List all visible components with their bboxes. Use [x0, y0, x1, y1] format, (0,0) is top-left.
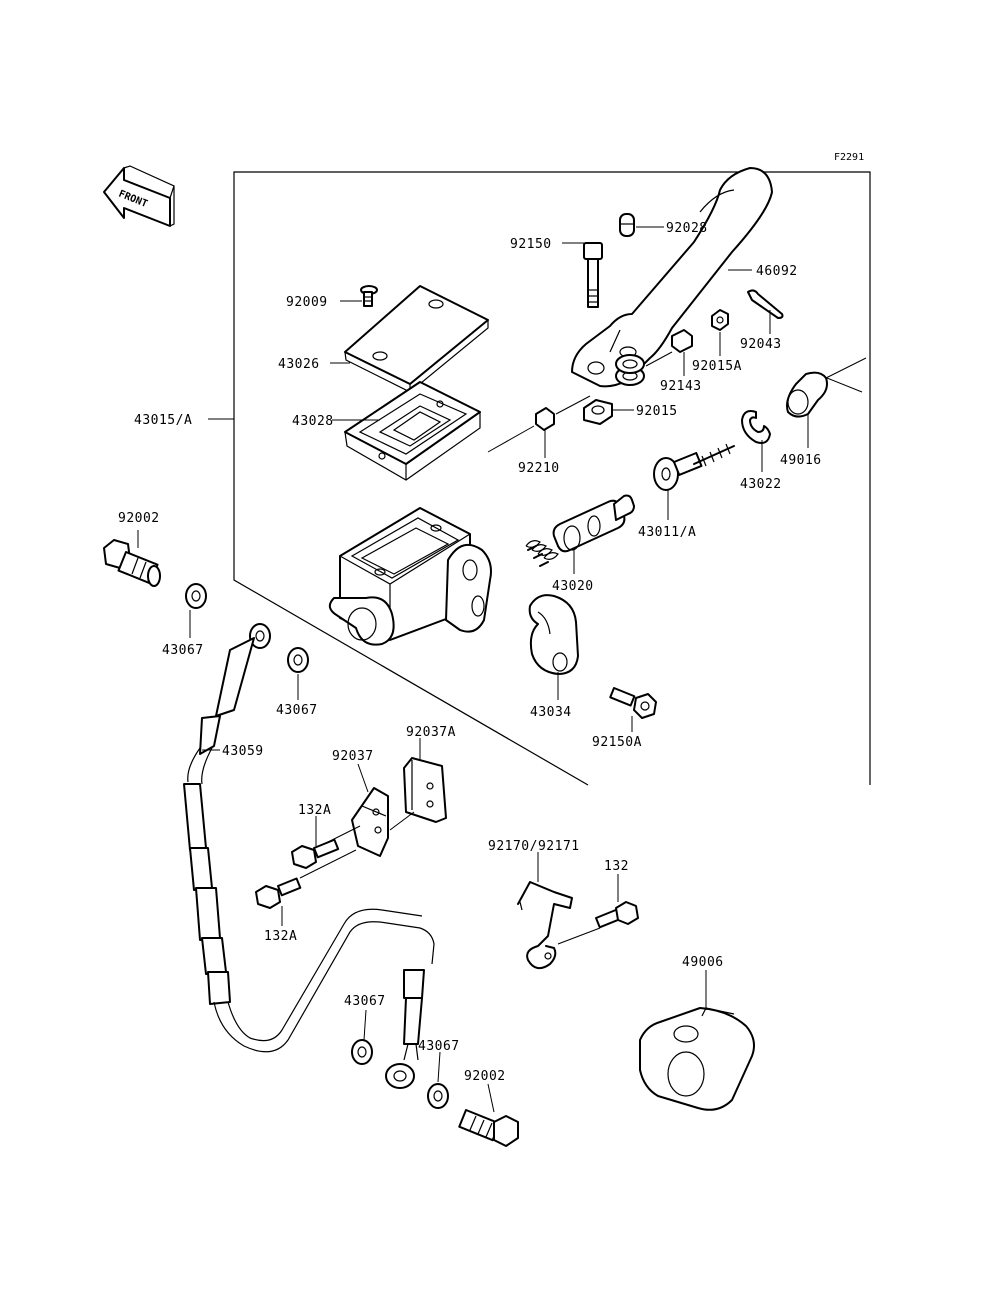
label-43028: 43028	[292, 414, 334, 429]
front-arrow-icon: FRONT	[103, 165, 175, 227]
lever-housing	[639, 1007, 755, 1111]
banjo-bolt-bottom	[458, 1109, 519, 1147]
piston-spring-assembly	[525, 494, 635, 567]
label-43015a: 43015/A	[134, 413, 192, 428]
lever-collar	[671, 329, 693, 353]
clamp-bolt	[609, 687, 657, 719]
hose-bracket	[351, 787, 389, 857]
label-92002-bottom: 92002	[464, 1069, 506, 1084]
push-rod	[653, 443, 735, 491]
bracket-bolt-upper	[291, 838, 340, 869]
banjo-bolt-top	[103, 539, 161, 587]
brake-lever	[571, 167, 773, 388]
guide-bolt	[595, 901, 639, 929]
lever-adjuster	[619, 213, 635, 237]
reservoir-diaphragm	[344, 381, 481, 481]
lever-nut	[711, 309, 729, 331]
label-92150: 92150	[510, 237, 552, 252]
label-92043: 92043	[740, 337, 782, 352]
label-43059: 43059	[222, 744, 264, 759]
master-cylinder-body	[328, 507, 492, 646]
cotter-pin	[747, 289, 784, 319]
cap-screw	[360, 285, 378, 307]
hose-guide-bracket	[517, 881, 573, 970]
label-132a-lower: 132A	[264, 929, 297, 944]
label-92009: 92009	[286, 295, 328, 310]
small-nut	[535, 407, 555, 431]
label-43034: 43034	[530, 705, 572, 720]
label-92037a: 92037A	[406, 725, 456, 740]
brake-hose	[183, 623, 435, 1089]
label-92015: 92015	[636, 404, 678, 419]
dust-boot	[786, 371, 828, 418]
label-92170-92171: 92170/92171	[488, 839, 580, 854]
label-92028: 92028	[666, 221, 708, 236]
label-43011a: 43011/A	[638, 525, 696, 540]
label-92015a: 92015A	[692, 359, 742, 374]
bracket-bolt-lower	[255, 877, 302, 909]
label-92210: 92210	[518, 461, 560, 476]
label-49016: 49016	[780, 453, 822, 468]
label-46092: 46092	[756, 264, 798, 279]
label-43022: 43022	[740, 477, 782, 492]
label-43026: 43026	[278, 357, 320, 372]
label-43020: 43020	[552, 579, 594, 594]
label-132a-upper: 132A	[298, 803, 331, 818]
pivot-nut	[583, 399, 613, 425]
washer-top-left	[185, 583, 207, 609]
label-43067-d: 43067	[418, 1039, 460, 1054]
washer-lower-b	[427, 1083, 449, 1109]
figure-reference: F2291	[834, 152, 864, 163]
label-43067-a: 43067	[162, 643, 204, 658]
label-43067-b: 43067	[276, 703, 318, 718]
label-49006: 49006	[682, 955, 724, 970]
label-92037: 92037	[332, 749, 374, 764]
label-92002-top: 92002	[118, 511, 160, 526]
handlebar-clamp	[528, 594, 579, 675]
label-132: 132	[604, 859, 629, 874]
label-92143: 92143	[660, 379, 702, 394]
lever-pivot-bolt	[583, 242, 603, 308]
hose-bracket-a	[403, 757, 447, 823]
circlip	[741, 410, 771, 444]
washer-hose-top	[287, 647, 309, 673]
label-92150a: 92150A	[592, 735, 642, 750]
pivot-washers	[615, 354, 645, 386]
label-43067-c: 43067	[344, 994, 386, 1009]
assembly-frame	[233, 171, 871, 786]
washer-lower-a	[351, 1039, 373, 1065]
